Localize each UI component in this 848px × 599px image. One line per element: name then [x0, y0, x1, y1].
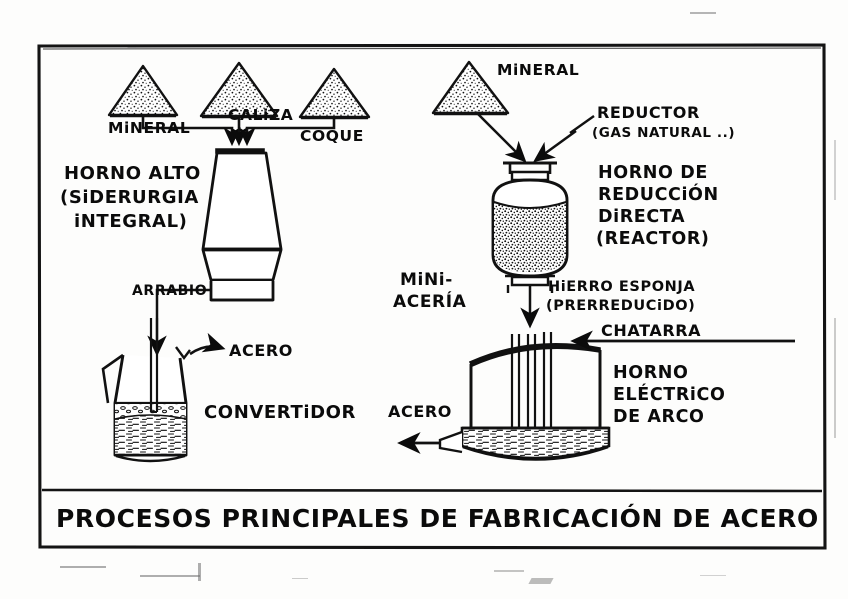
label-eaf-line2: ELÉCTRiCO — [613, 383, 725, 405]
electric-arc-furnace — [438, 332, 611, 461]
label-eaf-line1: HORNO — [613, 363, 689, 383]
scan-artifact — [198, 563, 201, 581]
scan-artifact — [528, 578, 554, 584]
label-acero-eaf: ACERO — [388, 402, 452, 421]
label-reactor-line4: (REACTOR) — [596, 229, 710, 249]
scan-artifact — [700, 575, 726, 576]
label-arrabio: ARRABIO — [132, 283, 207, 299]
label-horno-alto-line3: iNTEGRAL) — [74, 211, 187, 232]
scan-artifact — [292, 578, 308, 579]
diagram-frame — [37, 43, 827, 550]
label-miniaceria-line2: ACERÍA — [393, 290, 467, 312]
scan-artifact — [834, 140, 836, 200]
label-reactor-line3: DiRECTA — [598, 207, 685, 227]
label-mineral-left: MiNERAL — [108, 119, 190, 137]
label-prerreducido: (PRERREDUCiDO) — [546, 298, 695, 314]
label-reductor: REDUCTOR — [597, 103, 700, 122]
direct-reduction-reactor — [491, 161, 569, 293]
charge-piping-left — [141, 116, 336, 147]
label-reactor-line1: HORNO DE — [598, 163, 708, 183]
label-acero-converter: ACERO — [229, 341, 293, 360]
arrabio-runner — [147, 288, 211, 357]
label-chatarra: CHATARRA — [601, 321, 701, 340]
label-hierro-esponja: HiERRO ESPONJA — [548, 279, 695, 295]
label-coque: COQUE — [300, 127, 364, 145]
label-reactor-line2: REDUCCiÓN — [598, 183, 719, 205]
scan-artifact — [60, 566, 106, 568]
scan-artifact — [690, 12, 716, 14]
stockpile-coque — [298, 67, 371, 120]
label-mineral-right: MiNERAL — [497, 61, 579, 79]
reactor-feed-arrows — [475, 111, 577, 163]
blast-furnace — [201, 148, 283, 302]
label-miniaceria-line1: MiNi- — [400, 270, 453, 290]
label-convertidor: CONVERTiDOR — [204, 402, 356, 423]
label-eaf-line3: DE ARCO — [613, 407, 705, 427]
label-horno-alto-line1: HORNO ALTO — [64, 163, 201, 184]
scan-artifact — [140, 575, 200, 577]
page-title: PROCESOS PRINCIPALES DE FABRICACIÓN DE A… — [56, 503, 819, 533]
reductor-pointer — [569, 115, 595, 134]
label-horno-alto-line2: (SiDERURGIA — [60, 187, 199, 208]
label-reductor-detail: (GAS NATURAL ..) — [592, 125, 735, 141]
scan-artifact — [834, 318, 836, 438]
stockpile-mineral — [107, 64, 179, 118]
scan-artifact — [494, 570, 524, 572]
converter-vessel — [101, 318, 226, 463]
label-caliza: CALiZA — [228, 106, 293, 124]
stockpile-mineral-right — [431, 60, 510, 116]
